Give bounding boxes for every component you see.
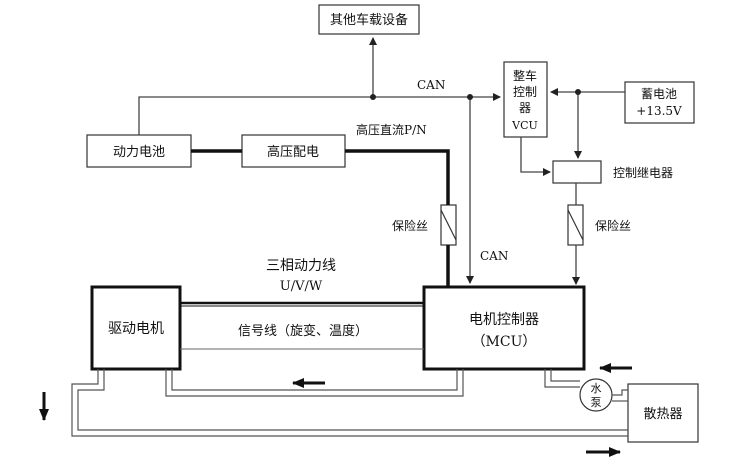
three-phase-label-2: U/V/W [280, 279, 323, 294]
can-label-vertical: CAN [480, 249, 508, 263]
radiator-box: 散热器 [627, 383, 699, 443]
drive-motor-box: 驱动电机 [90, 285, 182, 371]
can-bus [138, 37, 501, 284]
fuse-left-label: 保险丝 [392, 218, 428, 233]
control-relay-box: 控制继电器 [552, 160, 673, 184]
hv-distribution-box: 高压配电 [241, 134, 346, 168]
hv-dc-label: 高压直流P/N [356, 122, 427, 137]
drive-motor-label: 驱动电机 [108, 321, 164, 337]
cooling-pipes [71, 369, 628, 437]
signal-line-label: 信号线（旋变、温度） [238, 323, 368, 339]
radiator-label: 散热器 [643, 407, 682, 422]
hv-distribution-label: 高压配电 [267, 144, 319, 160]
power-battery-box: 动力电池 [86, 134, 192, 168]
control-relay-label: 控制继电器 [613, 166, 673, 180]
fuse-left [440, 204, 457, 246]
three-phase-label-1: 三相动力线 [266, 258, 336, 274]
mcu-box: 电机控制器 （MCU） [422, 285, 586, 371]
water-pump-label-1: 水 [591, 382, 602, 395]
auxiliary-battery-box: 蓄电池 +13.5V [624, 81, 695, 124]
mcu-label-2: （MCU） [472, 334, 537, 350]
high-voltage-wiring [191, 149, 450, 287]
can-label-top: CAN [417, 78, 445, 92]
vcu-label-2: 控制 [513, 85, 537, 99]
water-pump: 水 泵 [579, 378, 613, 412]
vcu-label-1: 整车 [513, 68, 537, 83]
fuse-right-label: 保险丝 [595, 218, 631, 233]
auxiliary-battery-label-2: +13.5V [636, 104, 682, 118]
three-phase-lines [180, 301, 424, 307]
other-devices-label: 其他车载设备 [330, 12, 408, 28]
water-pump-label-2: 泵 [591, 396, 602, 409]
fuse-right [567, 204, 584, 246]
other-devices-box: 其他车载设备 [318, 4, 420, 35]
vcu-box: 整车 控制 器 VCU [503, 61, 548, 138]
low-voltage-wiring [520, 88, 625, 285]
vcu-label-4: VCU [511, 119, 538, 132]
mcu-label-1: 电机控制器 [469, 312, 539, 328]
auxiliary-battery-label-1: 蓄电池 [641, 87, 677, 101]
power-battery-label: 动力电池 [113, 145, 165, 160]
vcu-label-3: 器 [519, 101, 531, 115]
